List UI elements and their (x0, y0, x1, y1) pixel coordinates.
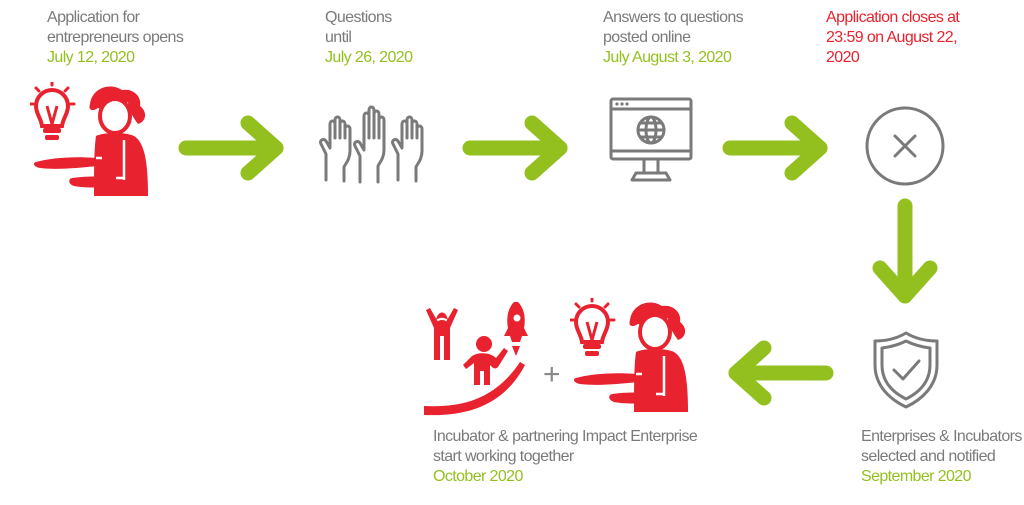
entrepreneur-idea-icon (570, 298, 688, 412)
step-selected-line1: Enterprises & Incubators (861, 428, 1022, 445)
step-open-caption: Application for entrepreneurs opens July… (47, 8, 184, 68)
arrow-right-icon (178, 115, 284, 181)
step-answers-line2: posted online (603, 29, 691, 46)
arrow-down-icon (872, 198, 938, 304)
step-together-date: October 2020 (433, 468, 523, 485)
arrow-right-icon (462, 115, 568, 181)
step-together-line2: start working together (433, 448, 574, 465)
step-closes-caption: Application closes at 23:59 on August 22… (826, 8, 960, 68)
step-answers-caption: Answers to questions posted online July … (603, 8, 744, 68)
step-answers-date: July August 3, 2020 (603, 49, 732, 66)
step-open-date: July 12, 2020 (47, 49, 135, 66)
step-selected-date: September 2020 (861, 468, 972, 485)
step-open-line1: Application for (47, 9, 140, 26)
step-questions-caption: Questions until July 26, 2020 (325, 8, 413, 68)
step-questions-date: July 26, 2020 (325, 49, 413, 66)
arrow-left-icon (728, 340, 834, 406)
step-closes-line2: 23:59 on August 22, (826, 29, 958, 46)
step-selected-line2: selected and notified (861, 448, 996, 465)
close-circle-icon (865, 106, 945, 186)
step-open-line2: entrepreneurs opens (47, 29, 184, 46)
shield-check-icon (873, 331, 939, 409)
step-questions-line1: Questions (325, 9, 392, 26)
entrepreneur-idea-icon (30, 82, 148, 196)
raised-hands-icon (319, 105, 424, 184)
step-together-caption: Incubator & partnering Impact Enterprise… (433, 427, 698, 487)
arrow-right-icon (722, 115, 828, 181)
team-rocket-icon (424, 302, 528, 416)
web-monitor-icon (609, 97, 693, 182)
step-closes-line3: 2020 (826, 49, 860, 66)
step-questions-line2: until (325, 29, 352, 46)
step-closes-line1: Application closes at (826, 9, 960, 26)
plus-sign: + (543, 358, 561, 391)
step-answers-line1: Answers to questions (603, 9, 744, 26)
step-together-line1: Incubator & partnering Impact Enterprise (433, 428, 698, 445)
step-selected-caption: Enterprises & Incubators selected and no… (861, 427, 1022, 487)
